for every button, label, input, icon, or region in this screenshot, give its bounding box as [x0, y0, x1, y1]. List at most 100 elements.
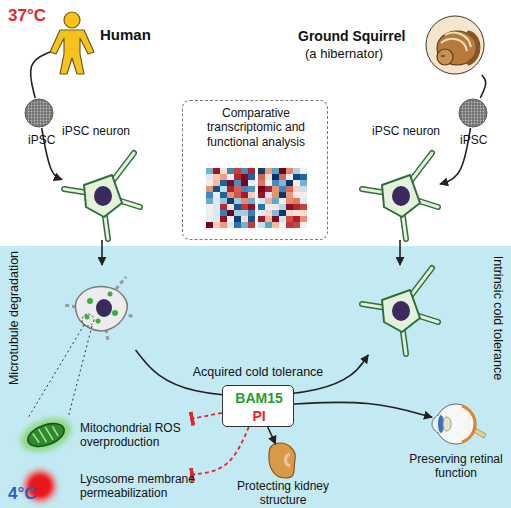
- heatmap-cell: [206, 168, 213, 174]
- heatmap-cell: [293, 204, 300, 210]
- node-text: iPSC neuron: [62, 124, 152, 138]
- arrow-connector: [101, 240, 103, 265]
- lens: [443, 417, 451, 431]
- heatmap-cell: [213, 180, 220, 186]
- edge-label: Acquired cold tolerance: [183, 365, 333, 380]
- node-text: Lysosome membrane permeabilization: [80, 472, 205, 501]
- heatmap-cell: [279, 210, 286, 216]
- neuron-illustration: [362, 268, 438, 354]
- heatmap-cell: [227, 192, 234, 198]
- heatmap-cell: [300, 192, 307, 198]
- heatmap-cell: [220, 192, 227, 198]
- tolerant-neuron-node: Intrinsic cold tolerance: [360, 265, 440, 355]
- heatmap-cell: [213, 216, 220, 222]
- ros-glow: [16, 412, 75, 458]
- heatmap-cell: [234, 174, 241, 180]
- heatmap-cell: [265, 210, 272, 216]
- eyeball: [436, 404, 476, 444]
- heatmap-cell: [265, 192, 272, 198]
- ipsc-cell: iPSC: [24, 98, 54, 128]
- mito-spots: [85, 292, 119, 324]
- heatmap-cell: [241, 180, 248, 186]
- heatmap-cell: [279, 174, 286, 180]
- heatmap-cell: [234, 168, 241, 174]
- heatmap-cell: [234, 216, 241, 222]
- heatmap-cell: [227, 186, 234, 192]
- heatmap-cell: [227, 168, 234, 174]
- arrow-connector: [31, 52, 50, 98]
- heatmap-cell: [279, 204, 286, 210]
- heatmap-cell: [234, 198, 241, 204]
- heatmap-cell: [258, 216, 265, 222]
- heatmap-cell: [248, 216, 255, 222]
- drug-box: BAM15PI: [222, 385, 294, 427]
- heatmap-cell: [300, 198, 307, 204]
- heatmap-cell: [265, 204, 272, 210]
- node-text: Intrinsic cold tolerance: [490, 233, 506, 403]
- heatmap-cell: [258, 186, 265, 192]
- heatmap-cell: [248, 210, 255, 216]
- squirrel-eye: [441, 55, 445, 56]
- heatmap-cell: [300, 168, 307, 174]
- node-text: Protecting kidney structure: [223, 479, 343, 508]
- heatmap-cell: [265, 198, 272, 204]
- heatmap-cell: [206, 198, 213, 204]
- squirrel-tail: [469, 33, 478, 63]
- heatmap-cell: [293, 216, 300, 222]
- heatmap-cell: [220, 216, 227, 222]
- neuron-node: iPSC neuron: [360, 150, 440, 240]
- heatmap-cell: [293, 210, 300, 216]
- squirrel-head: [437, 49, 453, 65]
- heatmap-cell: [272, 174, 279, 180]
- heatmap-cell: [258, 174, 265, 180]
- heatmap-cell: [241, 174, 248, 180]
- squirrel-node: Ground Squirrel(a hibernator): [425, 15, 485, 75]
- heatmap-cell: [286, 222, 293, 228]
- ipsc-cell: iPSC: [458, 98, 488, 128]
- kidney: [269, 443, 295, 478]
- heatmap-cell: [286, 174, 293, 180]
- nucleus: [96, 299, 112, 317]
- heatmap-cell: [286, 192, 293, 198]
- heatmap-cell: [248, 192, 255, 198]
- neuron-node: iPSC neuron: [62, 150, 142, 240]
- stem-cell: [459, 99, 487, 127]
- heatmap-cell: [272, 204, 279, 210]
- heatmap-cell: [248, 222, 255, 228]
- cristae: [32, 424, 59, 446]
- temperature-label: 4°C: [8, 484, 37, 504]
- heatmap-cell: [258, 210, 265, 216]
- heatmap-cell: [241, 186, 248, 192]
- broken-processes: [64, 277, 134, 341]
- heatmap-cell: [248, 198, 255, 204]
- heatmap-cell: [213, 198, 220, 204]
- heatmap-cell: [258, 180, 265, 186]
- heatmap-cell: [258, 198, 265, 204]
- heatmap-cell: [220, 168, 227, 174]
- squirrel-body: [437, 31, 477, 65]
- optic-nerve: [474, 428, 486, 438]
- heatmap-cell: [286, 198, 293, 204]
- heatmap-cell: [272, 192, 279, 198]
- lysosome-node: Lysosome membrane permeabilization: [22, 468, 192, 502]
- heatmap-cell: [286, 216, 293, 222]
- arrow-connector: [268, 427, 276, 444]
- squirrel-illustration: [425, 15, 485, 75]
- cold-background: [0, 246, 511, 508]
- heatmap-cell: [227, 216, 234, 222]
- neuron-illustration: [64, 153, 140, 239]
- heatmap-cell: [272, 186, 279, 192]
- eye-node: Preserving retinal function: [432, 402, 480, 446]
- heatmap-cell: [265, 186, 272, 192]
- heatmap-cell: [227, 204, 234, 210]
- heatmap-cell: [286, 210, 293, 216]
- heatmap-cell: [300, 186, 307, 192]
- heatmap-cell: [258, 222, 265, 228]
- heatmap-cell: [206, 216, 213, 222]
- heatmap-cell: [234, 180, 241, 186]
- heatmap-cell: [293, 186, 300, 192]
- node-outline: [24, 98, 54, 128]
- heatmap-cell: [220, 186, 227, 192]
